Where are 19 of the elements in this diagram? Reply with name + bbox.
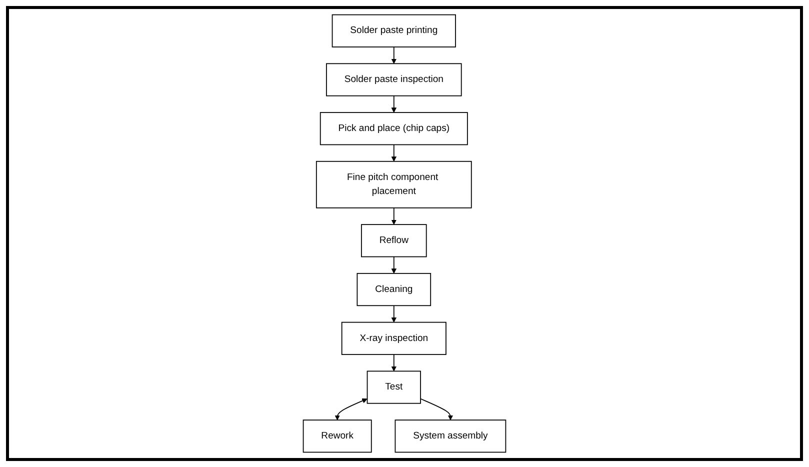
node-box: System assembly bbox=[394, 420, 506, 453]
arrow bbox=[420, 398, 454, 420]
node-box: X-ray inspection bbox=[341, 322, 446, 355]
node-box: Reflow bbox=[361, 224, 427, 258]
node-box: Cleaning bbox=[356, 272, 432, 306]
node-box: Solder paste printing bbox=[332, 14, 456, 48]
node-box: Fine pitch component placement bbox=[316, 160, 472, 208]
node-box: Solder paste inspection bbox=[326, 63, 462, 96]
arrow bbox=[391, 144, 397, 162]
arrow bbox=[391, 305, 397, 323]
arrow bbox=[391, 46, 397, 64]
arrow bbox=[391, 207, 397, 225]
arrow bbox=[391, 95, 397, 113]
node-box: Pick and place (chip caps) bbox=[320, 112, 468, 146]
node-box: Test bbox=[366, 370, 421, 404]
arrow bbox=[391, 354, 397, 372]
node-box: Rework bbox=[302, 420, 372, 453]
arrow bbox=[391, 256, 397, 274]
arrow bbox=[334, 398, 368, 420]
